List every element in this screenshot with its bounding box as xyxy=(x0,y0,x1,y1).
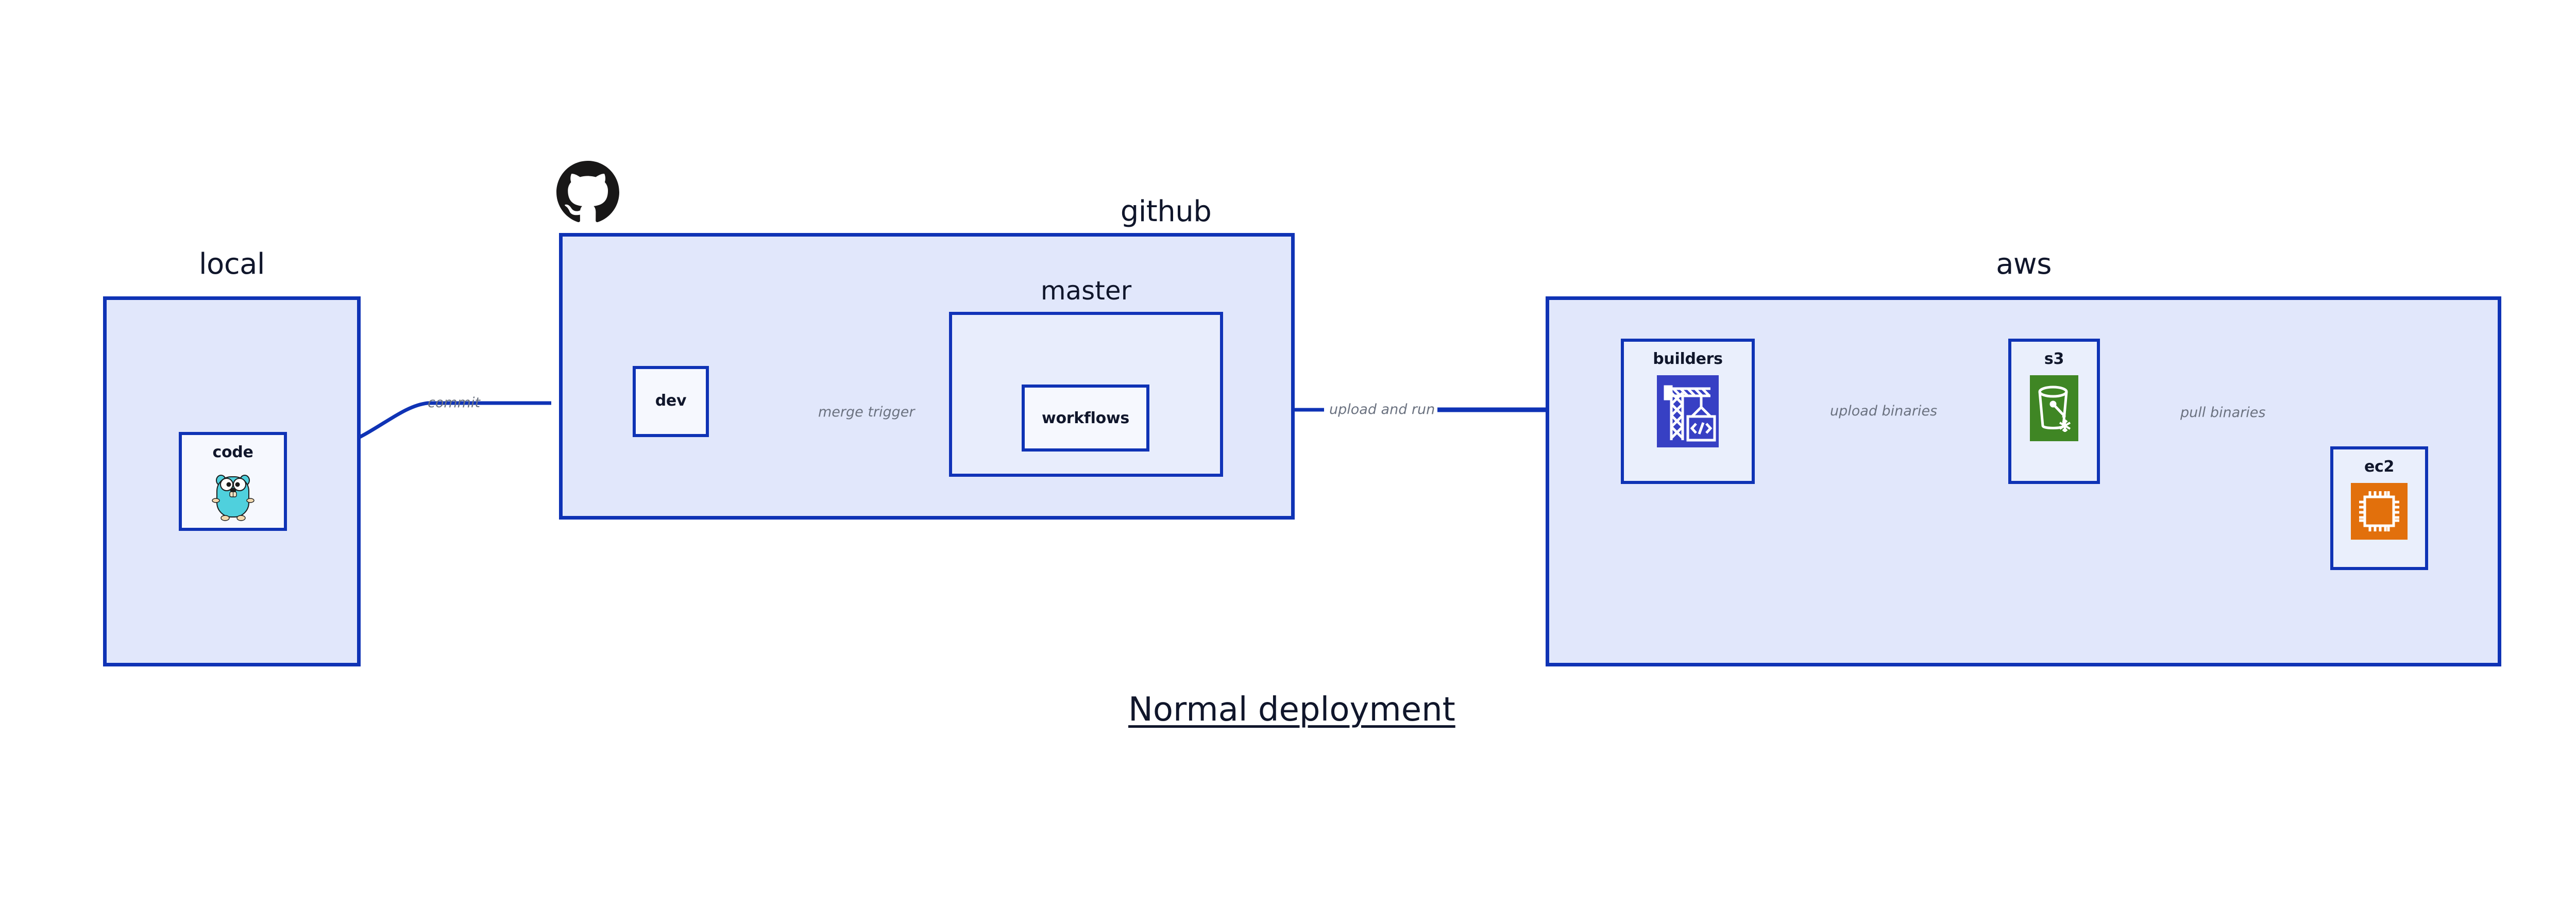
node-workflows-label: workflows xyxy=(1042,409,1129,427)
node-workflows[interactable]: workflows xyxy=(1022,385,1149,452)
edge-label-upload-and-run: upload and run xyxy=(1329,402,1435,417)
edge-label-upload-binaries: upload binaries xyxy=(1830,403,1938,419)
aws-s3-bucket-icon xyxy=(2030,375,2078,443)
go-gopher-icon xyxy=(209,469,257,524)
edge-label-merge-trigger: merge trigger xyxy=(818,404,915,420)
node-builders[interactable]: builders xyxy=(1621,339,1755,484)
node-s3-label: s3 xyxy=(2044,350,2064,368)
node-dev[interactable]: dev xyxy=(633,366,709,437)
sub-title-master: master xyxy=(1040,276,1132,306)
node-dev-label: dev xyxy=(655,392,687,410)
group-title-aws: aws xyxy=(1996,247,2052,281)
node-code-label: code xyxy=(212,443,253,461)
github-mark-icon xyxy=(556,161,619,224)
group-title-local: local xyxy=(199,247,265,281)
node-builders-label: builders xyxy=(1653,350,1723,368)
group-title-github: github xyxy=(1120,195,1212,228)
aws-ec2-chip-icon xyxy=(2351,483,2408,542)
aws-builders-crane-icon xyxy=(1657,375,1719,449)
node-ec2[interactable]: ec2 xyxy=(2330,446,2428,570)
node-s3[interactable]: s3 xyxy=(2008,339,2100,484)
edge-label-commit: commit xyxy=(428,395,481,411)
page-caption: Normal deployment xyxy=(1128,691,1455,729)
edge-label-pull-binaries: pull binaries xyxy=(2180,405,2266,421)
node-ec2-label: ec2 xyxy=(2364,458,2395,476)
node-code[interactable]: code xyxy=(179,432,287,531)
